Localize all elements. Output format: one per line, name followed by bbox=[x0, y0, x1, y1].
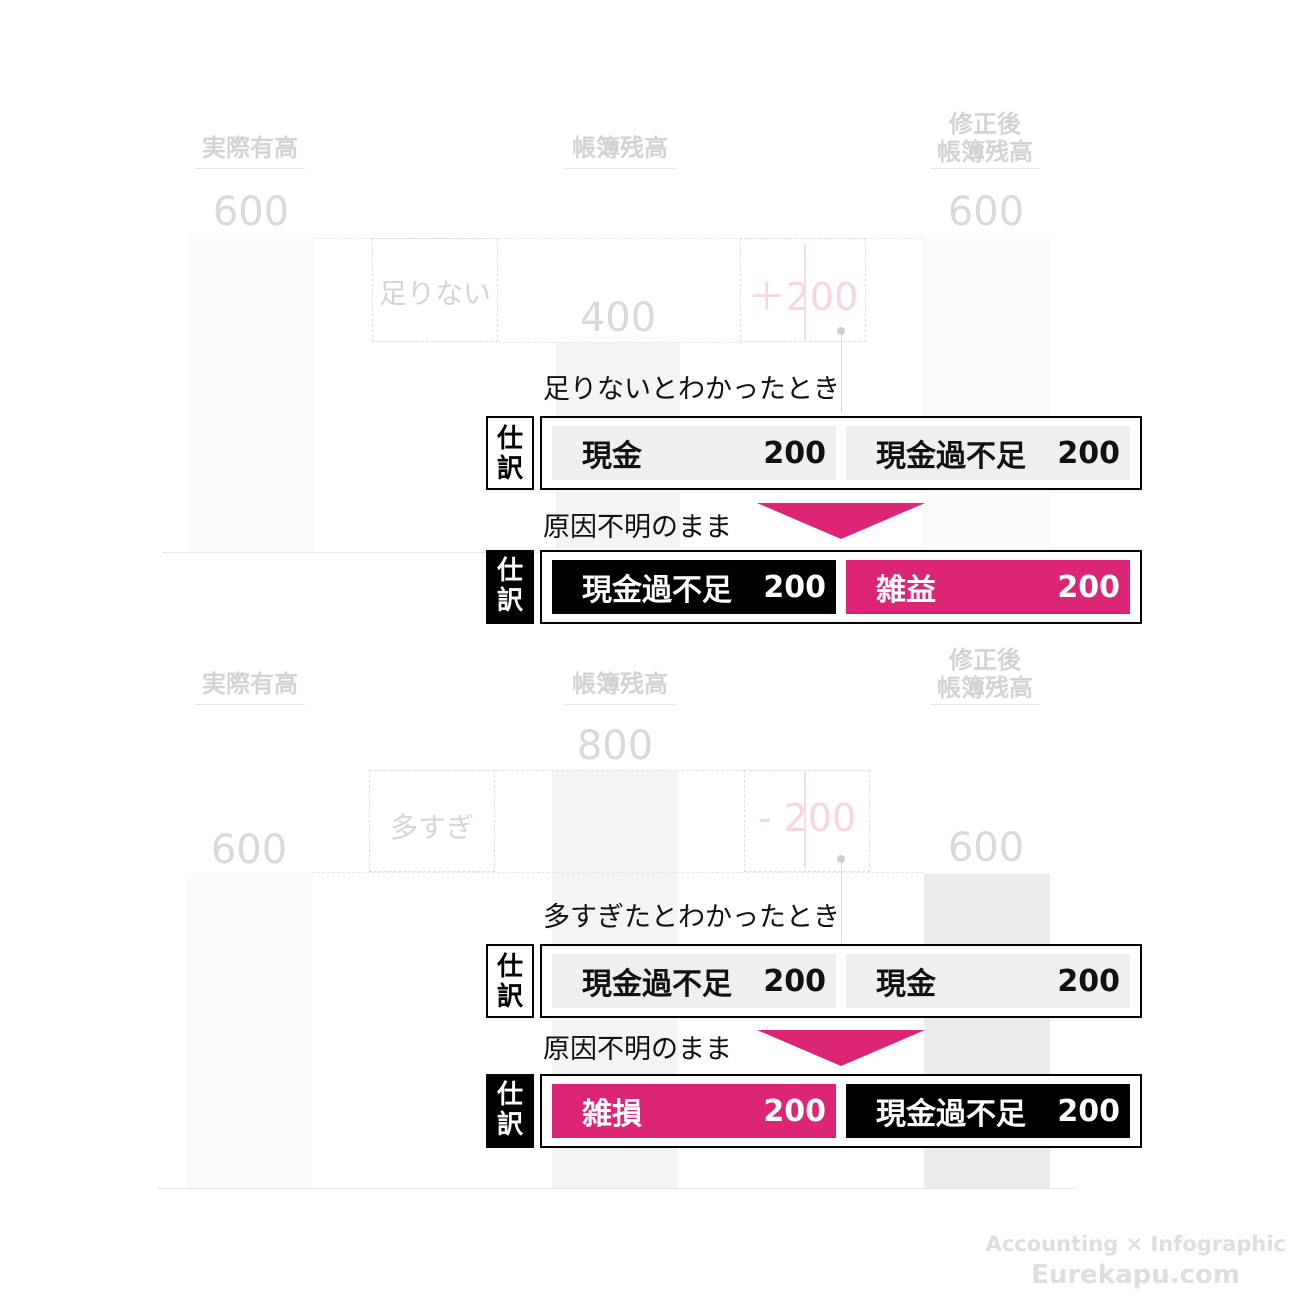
top-entry2-credit-amount: 200 bbox=[1057, 569, 1120, 605]
top-caption2: 原因不明のまま bbox=[543, 512, 732, 543]
bottom-entry1-credit-account: 現金 bbox=[876, 967, 936, 1002]
brand-line2: Eurekapu.com bbox=[1031, 1260, 1240, 1290]
bottom-connector-line bbox=[841, 863, 842, 943]
bottom-entry1-debit-account: 現金過不足 bbox=[582, 967, 732, 1002]
top-col2-header: 帳簿残高 bbox=[565, 134, 675, 169]
bottom-level-guide bbox=[312, 872, 924, 873]
bottom-entry2-tag: 仕訳 bbox=[486, 1074, 534, 1148]
bottom-entry1-debit-amount: 200 bbox=[763, 963, 826, 999]
bottom-entry2-debit-account: 雑損 bbox=[582, 1097, 642, 1132]
top-col1-header: 実際有高 bbox=[195, 134, 305, 169]
bottom-col3-header-line2: 帳簿残高 bbox=[930, 674, 1040, 705]
top-entry2-debit: 現金過不足 200 bbox=[552, 560, 836, 614]
bottom-entry2-credit-account: 現金過不足 bbox=[876, 1097, 1026, 1132]
bottom-diff-label: 多すぎ bbox=[389, 811, 474, 844]
bottom-baseline bbox=[157, 1188, 1077, 1189]
bottom-entry2-credit: 現金過不足 200 bbox=[846, 1084, 1130, 1138]
bottom-caption: 多すぎたとわかったとき bbox=[543, 902, 840, 933]
bottom-entry1-tag: 仕訳 bbox=[486, 944, 534, 1018]
top-adjust-box bbox=[740, 238, 866, 342]
bottom-adjust-box bbox=[744, 770, 870, 872]
top-down-triangle bbox=[757, 503, 925, 539]
top-connector-line bbox=[841, 335, 842, 413]
bottom-entry2-debit: 雑損 200 bbox=[552, 1084, 836, 1138]
top-diff-box bbox=[372, 238, 498, 342]
bottom-entry1: 現金過不足 200 現金 200 bbox=[540, 944, 1142, 1018]
top-connector-dot bbox=[837, 327, 845, 335]
top-entry1-tag: 仕訳 bbox=[486, 416, 534, 490]
bottom-col1-header: 実際有高 bbox=[195, 670, 305, 705]
top-entry1-tag-text: 仕訳 bbox=[496, 424, 523, 484]
bottom-actual-value: 600 bbox=[210, 827, 288, 873]
top-entry2-tag: 仕訳 bbox=[486, 550, 534, 624]
bottom-caption2: 原因不明のまま bbox=[543, 1034, 732, 1065]
top-entry1-debit: 現金 200 bbox=[552, 426, 836, 480]
bottom-book-value: 800 bbox=[576, 723, 654, 769]
bottom-diff-box bbox=[369, 770, 495, 872]
top-diff-label: 足りない bbox=[378, 277, 491, 310]
top-entry2-credit: 雑益 200 bbox=[846, 560, 1130, 614]
top-adjust-label: ＋200 bbox=[747, 275, 859, 319]
bottom-entry1-credit-amount: 200 bbox=[1057, 963, 1120, 999]
top-entry2-debit-amount: 200 bbox=[763, 569, 826, 605]
bottom-entry1-tag-text: 仕訳 bbox=[496, 952, 523, 1012]
top-entry2-debit-account: 現金過不足 bbox=[582, 573, 732, 608]
top-book-guide bbox=[498, 342, 740, 343]
bottom-actual-bar bbox=[186, 874, 312, 1188]
bottom-adjust-label: - 200 bbox=[757, 796, 857, 840]
top-corrected-bar bbox=[922, 238, 1050, 552]
top-actual-value: 600 bbox=[212, 189, 290, 235]
top-entry1-debit-account: 現金 bbox=[582, 439, 642, 474]
top-caption: 足りないとわかったとき bbox=[543, 374, 840, 405]
top-entry1: 現金 200 現金過不足 200 bbox=[540, 416, 1142, 490]
bottom-entry1-credit: 現金 200 bbox=[846, 954, 1130, 1008]
bottom-connector-dot bbox=[837, 855, 845, 863]
bottom-corrected-value: 600 bbox=[947, 825, 1025, 871]
top-entry1-credit-account: 現金過不足 bbox=[876, 439, 1026, 474]
bottom-down-triangle bbox=[757, 1030, 925, 1066]
bottom-entry1-debit: 現金過不足 200 bbox=[552, 954, 836, 1008]
top-actual-bar bbox=[188, 238, 314, 552]
bottom-entry2: 雑損 200 現金過不足 200 bbox=[540, 1074, 1142, 1148]
top-entry1-credit: 現金過不足 200 bbox=[846, 426, 1130, 480]
top-entry2: 現金過不足 200 雑益 200 bbox=[540, 550, 1142, 624]
top-book-value: 400 bbox=[579, 295, 657, 341]
bottom-entry2-debit-amount: 200 bbox=[763, 1093, 826, 1129]
top-up-arrow bbox=[804, 244, 806, 340]
bottom-entry2-credit-amount: 200 bbox=[1057, 1093, 1120, 1129]
top-col3-header-line2: 帳簿残高 bbox=[930, 138, 1040, 169]
bottom-col3-header-line1: 修正後 bbox=[949, 646, 1021, 674]
bottom-book-guide bbox=[496, 770, 744, 771]
brand-line1: Accounting × Infographic bbox=[985, 1232, 1286, 1256]
top-col3-header-line1: 修正後 bbox=[949, 110, 1021, 138]
bottom-entry2-tag-text: 仕訳 bbox=[496, 1080, 523, 1140]
top-entry1-debit-amount: 200 bbox=[763, 435, 826, 471]
top-entry2-credit-account: 雑益 bbox=[876, 573, 936, 608]
top-corrected-value: 600 bbox=[947, 189, 1025, 235]
top-level-guide bbox=[314, 238, 922, 239]
bottom-col2-header: 帳簿残高 bbox=[565, 670, 675, 705]
top-entry2-tag-text: 仕訳 bbox=[496, 556, 523, 616]
bottom-down-arrow bbox=[804, 772, 806, 868]
top-entry1-credit-amount: 200 bbox=[1057, 435, 1120, 471]
